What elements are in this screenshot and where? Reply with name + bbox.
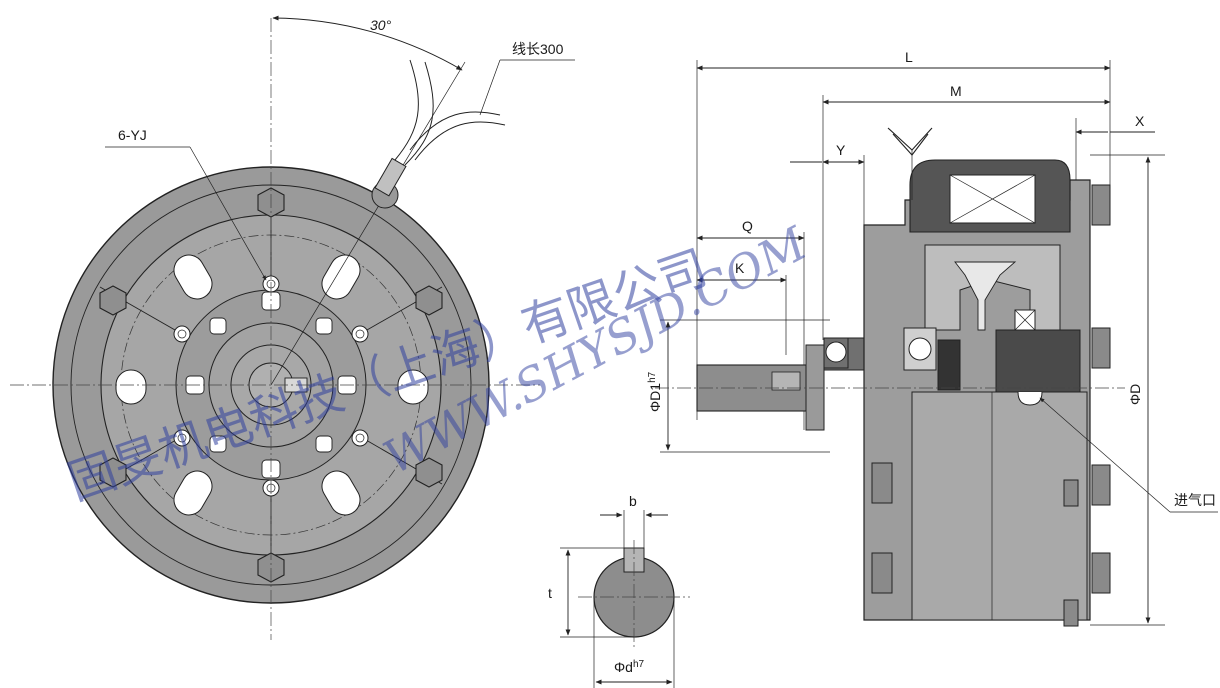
dim-t-label: t [548,585,552,601]
dim-L-label: L [905,49,913,65]
yj-holes [173,275,369,497]
angle-label: 30° [370,17,392,33]
wire-lead [371,59,506,209]
air-cylinder [995,329,1081,393]
dim-b-label: b [629,493,637,509]
side-view: L M X Y Q K ΦD1h7 ΦD [647,49,1218,627]
dim-X-label: X [1135,113,1145,129]
front-view: 30° 线长300 6-YJ [10,15,575,640]
wire-length-label: 线长300 [512,41,564,57]
side-bolts [871,184,1111,627]
dim-Q-label: Q [742,218,753,234]
dim-K-label: K [735,260,745,276]
hex-bolts [99,187,443,583]
air-inlet-label: 进气口 [1174,492,1216,508]
dim-D1-label: ΦD1h7 [647,371,663,412]
holes-label: 6-YJ [118,127,147,143]
bearing-ball [825,341,847,363]
shaft-section: b t Φdh7 [548,493,690,688]
dim-D-label: ΦD [1127,384,1143,405]
dim-M-label: M [950,83,962,99]
dim-Y-label: Y [836,142,846,158]
oval-slots [115,254,429,516]
dim-d-label: Φdh7 [614,659,645,675]
